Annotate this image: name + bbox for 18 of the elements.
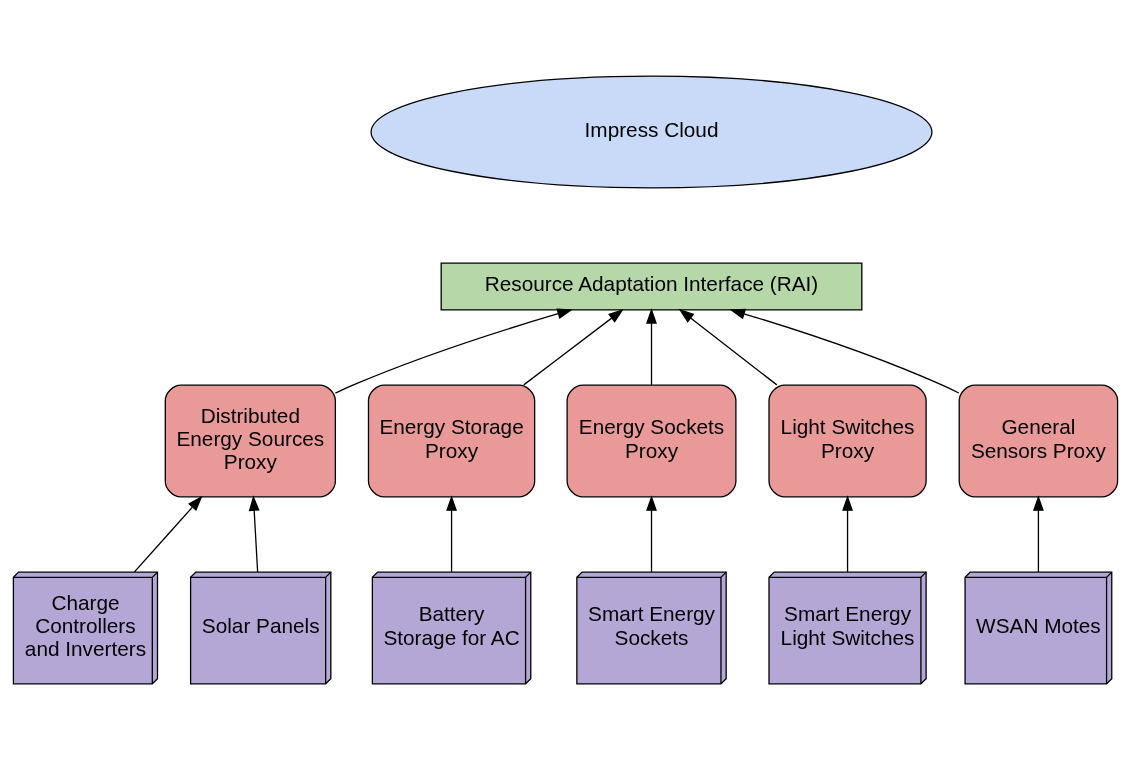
arrow xyxy=(646,495,657,573)
arrow xyxy=(842,495,853,573)
node-box: Energy Sockets Proxy xyxy=(566,384,737,498)
node-box: Resource Adaptation Interface (RAI) xyxy=(440,262,863,311)
arrow xyxy=(523,308,624,386)
arrow xyxy=(133,495,203,573)
node-box: Light Switches Proxy xyxy=(768,384,927,498)
arrow xyxy=(334,308,573,394)
arrow xyxy=(646,308,657,386)
node-ellipse: Impress Cloud xyxy=(370,75,933,189)
node-box: Energy Storage Proxy xyxy=(367,384,536,498)
node-box: Distributed Energy Sources Proxy xyxy=(164,384,336,498)
arrow xyxy=(446,495,458,573)
arrow xyxy=(248,495,260,573)
arrow xyxy=(729,308,960,394)
arrow xyxy=(678,308,778,386)
arrow xyxy=(1032,495,1044,573)
node-box: General Sensors Proxy xyxy=(958,384,1119,498)
